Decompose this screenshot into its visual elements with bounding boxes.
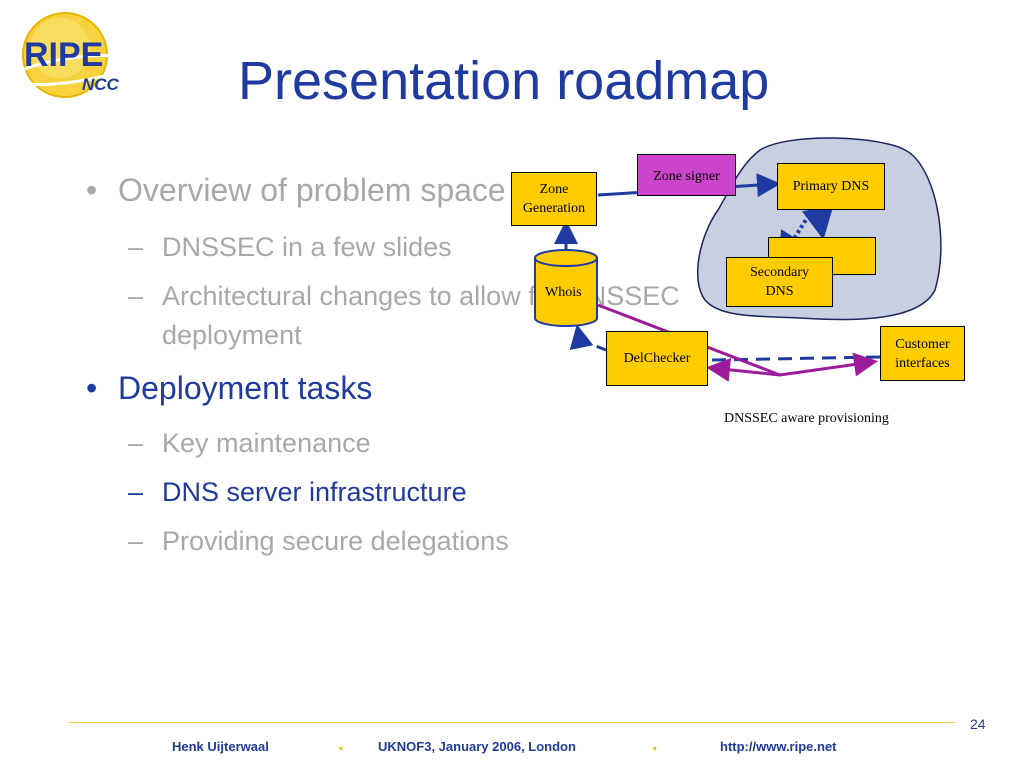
slide-title: Presentation roadmap bbox=[238, 51, 770, 111]
footer-url[interactable]: http://www.ripe.net bbox=[720, 739, 837, 754]
sub-bullet-dns-server-infrastructure: –DNS server infrastructure bbox=[128, 477, 467, 507]
whois-label: Whois bbox=[545, 285, 582, 300]
footer-event: UKNOF3, January 2006, London bbox=[378, 739, 576, 754]
zone-signer-box: Zone signer bbox=[637, 154, 736, 196]
arrow-primary-to-secondary-2 bbox=[801, 205, 834, 240]
footer-separator-2: . bbox=[652, 733, 658, 755]
arrow-customer-to-delchecker bbox=[706, 357, 781, 382]
sub-bullet-key-maintenance: –Key maintenance bbox=[128, 428, 371, 458]
bullet-deployment-tasks: •Deployment tasks bbox=[86, 370, 373, 406]
footer-author: Henk Uijterwaal bbox=[172, 739, 269, 754]
sub-bullet-secure-delegations: –Providing secure delegations bbox=[128, 526, 509, 556]
bullet-overview: •Overview of problem space bbox=[86, 172, 506, 208]
arrow-delchecker-to-whois bbox=[569, 324, 607, 352]
page-number: 24 bbox=[970, 716, 986, 732]
footer-divider bbox=[68, 722, 956, 723]
logo-sub: NCC bbox=[82, 75, 120, 94]
logo-word: RIPE bbox=[24, 36, 103, 74]
primary-dns-box: Primary DNS bbox=[777, 163, 885, 210]
footer-separator-1: . bbox=[338, 733, 344, 755]
diagram-caption: DNSSEC aware provisioning bbox=[724, 411, 889, 426]
sub-bullet-architectural-changes-cont: deployment bbox=[162, 320, 302, 350]
sub-bullet-dnssec-slides: –DNSSEC in a few slides bbox=[128, 232, 452, 262]
whois-database-shape bbox=[534, 249, 598, 327]
ripe-ncc-logo: RIPE NCC bbox=[11, 12, 133, 98]
delchecker-box: DelChecker bbox=[606, 331, 708, 386]
